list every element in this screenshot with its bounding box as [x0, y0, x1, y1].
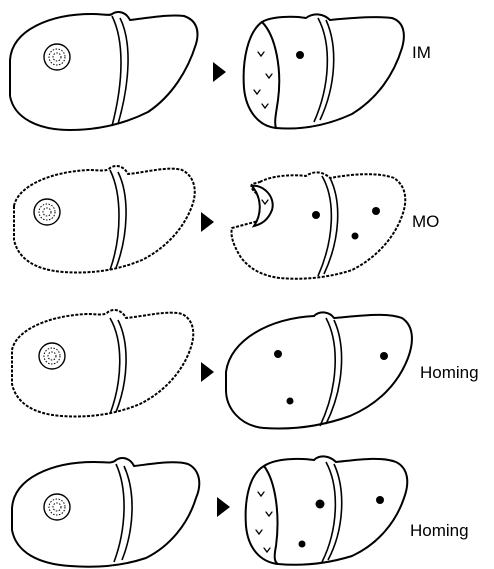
liver-with-primary-tumor — [10, 12, 198, 130]
row-label-homing-1: Homing — [420, 363, 479, 382]
row-label-mo: MO — [412, 212, 439, 231]
arrow-right-icon — [213, 62, 226, 82]
row-homing-2: Homing — [12, 456, 469, 566]
arrow-right-icon — [217, 497, 230, 517]
liver-after-resection — [231, 172, 405, 278]
arrow-right-icon — [201, 212, 214, 232]
row-label-homing-2: Homing — [410, 521, 469, 540]
row-mo: MO — [14, 166, 439, 279]
liver-with-primary-tumor — [14, 166, 195, 273]
liver-with-primary-tumor — [12, 458, 199, 567]
liver-after-resection — [246, 456, 408, 564]
liver-intact — [226, 312, 412, 428]
liver-with-primary-tumor — [12, 310, 193, 417]
row-homing-1: Homing — [12, 310, 479, 429]
arrow-right-icon — [201, 362, 214, 382]
row-im: IM — [10, 12, 431, 130]
liver-after-resection — [244, 14, 404, 128]
row-label-im: IM — [412, 43, 431, 62]
